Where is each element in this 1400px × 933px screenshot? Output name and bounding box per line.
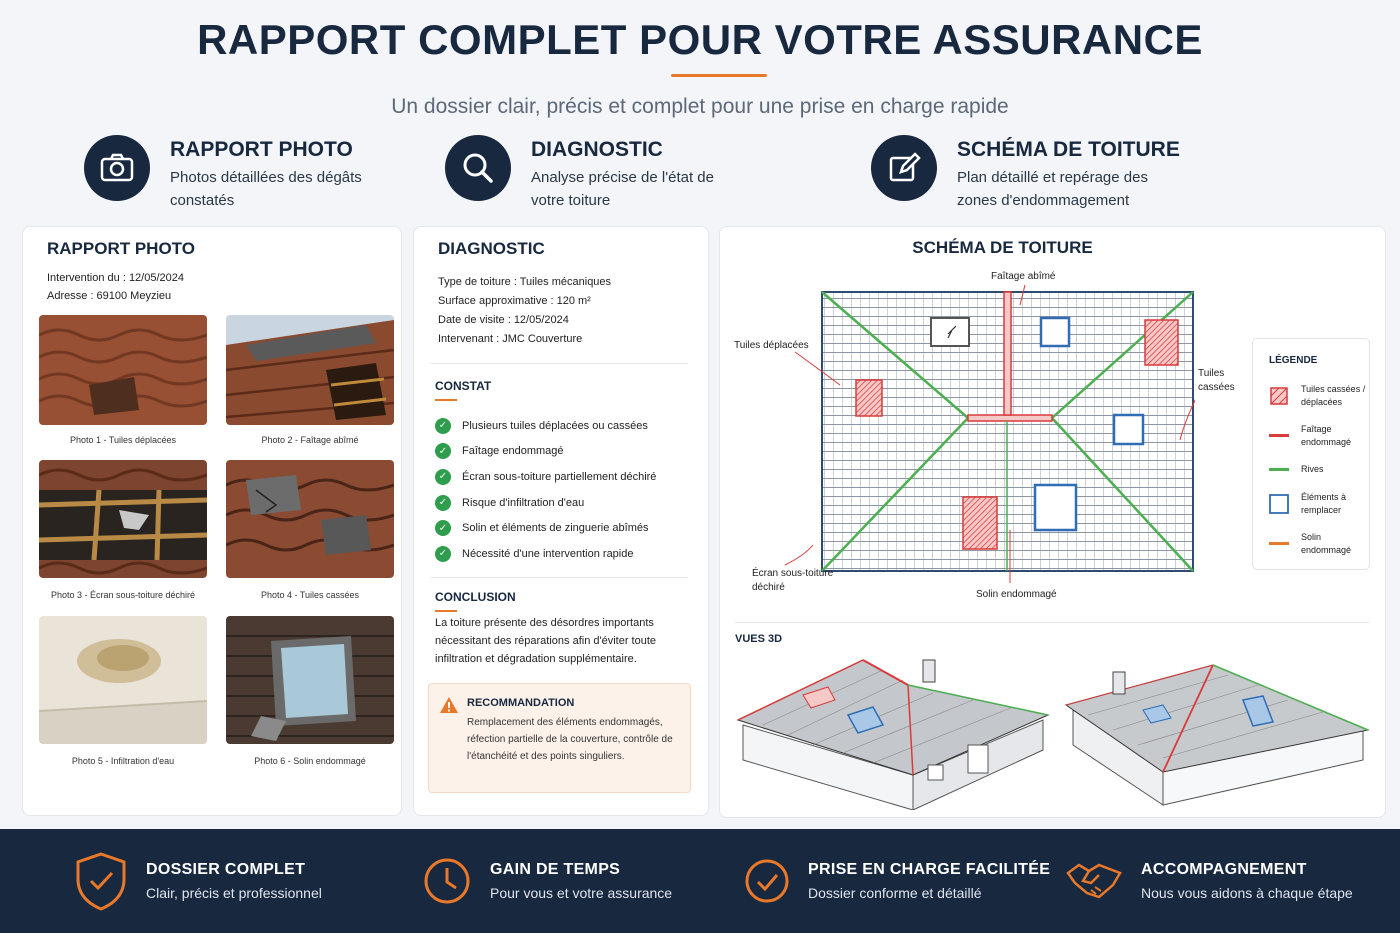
feature-desc: Analyse précise de l'état de votre toitu…	[531, 169, 714, 209]
callout-arrows	[784, 284, 1195, 583]
recommendation-box: RECOMMANDATION Remplacement des éléments…	[428, 683, 691, 793]
legend: LÉGENDE Tuiles cassées / déplacées Faîta…	[1252, 338, 1370, 570]
photo-tiles-displaced[interactable]	[39, 315, 207, 425]
check-circle-icon	[745, 859, 789, 903]
title-underline	[671, 74, 767, 77]
photo-caption: Photo 6 - Solin endommagé	[254, 756, 366, 766]
legend-title: LÉGENDE	[1269, 355, 1318, 366]
divider	[430, 577, 688, 578]
handshake-icon	[1066, 863, 1122, 899]
check-icon: ✓	[435, 520, 451, 537]
legend-item: Tuiles cassées / déplacées	[1269, 383, 1371, 409]
check-icon: ✓	[435, 494, 451, 511]
house-3d-view-front	[736, 659, 1050, 810]
page-subtitle: Un dossier clair, précis et complet pour…	[391, 95, 1009, 118]
photo-caption: Photo 5 - Infiltration d'eau	[71, 756, 175, 766]
list-item: ✓Faîtage endommagé	[435, 439, 656, 465]
photo-caption: Photo 3 - Écran sous-toiture déchiré	[50, 590, 196, 600]
legend-item: Faîtage endommagé	[1269, 423, 1361, 449]
legend-item: Solin endommagé	[1269, 531, 1361, 557]
clock-icon	[424, 858, 470, 904]
camera-icon	[84, 135, 150, 201]
feature-title: DIAGNOSTIC	[531, 138, 663, 161]
card-title: RAPPORT PHOTO	[47, 239, 195, 258]
check-icon: ✓	[435, 417, 451, 434]
warning-icon	[440, 697, 458, 713]
legend-item: Rives	[1269, 463, 1324, 476]
feature-schema: SCHÉMA DE TOITURE Plan détaillé et repér…	[871, 135, 1180, 212]
feature-title: RAPPORT PHOTO	[170, 138, 353, 161]
photo-caption: Photo 4 - Tuiles cassées	[260, 590, 360, 600]
list-item: ✓Plusieurs tuiles déplacées ou cassées	[435, 413, 656, 439]
divider	[735, 622, 1370, 623]
check-icon: ✓	[435, 443, 451, 460]
list-item: ✓Risque d'infiltration d'eau	[435, 490, 656, 516]
photo-tiles-broken[interactable]	[226, 460, 394, 578]
intervention-date: Intervention du : 12/05/2024	[47, 272, 184, 284]
card-title: DIAGNOSTIC	[438, 239, 545, 258]
conclusion-text: La toiture présente des désordres import…	[435, 617, 657, 665]
recommendation-text: Remplacement des éléments endommagés, ré…	[467, 717, 673, 762]
feature-diagnostic: DIAGNOSTIC Analyse précise de l'état de …	[445, 135, 731, 212]
magnifier-icon	[445, 135, 511, 201]
legend-item: Éléments à remplacer	[1269, 491, 1361, 517]
views-3d-title: VUES 3D	[735, 633, 783, 645]
check-icon: ✓	[435, 545, 451, 562]
house-3d-view-back	[1064, 664, 1370, 806]
label-faitage: Faîtage abîmé	[991, 271, 1056, 282]
label-solin: Solin endommagé	[976, 589, 1057, 600]
section-underline	[435, 399, 457, 401]
label-ecran: Écran sous-toiture déchiré	[752, 568, 834, 593]
shield-check-icon	[76, 852, 126, 911]
roof-type: Type de toiture : Tuiles mécaniques	[438, 276, 612, 288]
roof-plan-diagram	[821, 291, 1194, 572]
card-title: SCHÉMA DE TOITURE	[912, 238, 1093, 257]
photo-underlay-torn[interactable]	[39, 460, 207, 578]
constat-list: ✓Plusieurs tuiles déplacées ou cassées ✓…	[435, 413, 656, 567]
photo-water-infiltration[interactable]	[39, 616, 207, 744]
photo-caption: Photo 2 - Faîtage abîmé	[261, 435, 359, 445]
visit-date: Date de visite : 12/05/2024	[438, 314, 569, 326]
feature-desc: Plan détaillé et repérage des zones d'en…	[957, 169, 1148, 209]
label-tuiles-deplacees: Tuiles déplacées	[734, 340, 809, 351]
address: Adresse : 69100 Meyzieu	[47, 290, 172, 302]
conclusion-title: CONCLUSION	[435, 590, 516, 604]
recommendation-title: RECOMMANDATION	[467, 697, 575, 709]
page-title: RAPPORT COMPLET POUR VOTRE ASSURANCE	[197, 16, 1203, 63]
photo-flashing-damaged[interactable]	[226, 616, 394, 744]
list-item: ✓Nécessité d'une intervention rapide	[435, 541, 656, 567]
photo-report-card: RAPPORT PHOTO Intervention du : 12/05/20…	[22, 226, 402, 816]
feature-desc: Photos détaillées des dégâts constatés	[170, 169, 362, 209]
check-icon: ✓	[435, 468, 451, 485]
list-item: ✓Solin et éléments de zinguerie abîmés	[435, 515, 656, 541]
roof-surface: Surface approximative : 120 m²	[438, 295, 591, 307]
diagnostic-card: DIAGNOSTIC Type de toiture : Tuiles méca…	[413, 226, 709, 816]
label-tuiles-cassees: Tuiles cassées	[1198, 368, 1235, 393]
list-item: ✓Écran sous-toiture partiellement déchir…	[435, 464, 656, 490]
divider	[430, 363, 688, 364]
section-underline	[435, 610, 457, 612]
constat-title: CONSTAT	[435, 379, 492, 393]
edit-icon	[871, 135, 937, 201]
intervenant: Intervenant : JMC Couverture	[438, 333, 583, 345]
feature-photo: RAPPORT PHOTO Photos détaillées des dégâ…	[84, 135, 370, 212]
feature-title: SCHÉMA DE TOITURE	[957, 138, 1180, 161]
photo-ridge-damaged[interactable]	[226, 315, 394, 425]
photo-caption: Photo 1 - Tuiles déplacées	[69, 435, 177, 445]
